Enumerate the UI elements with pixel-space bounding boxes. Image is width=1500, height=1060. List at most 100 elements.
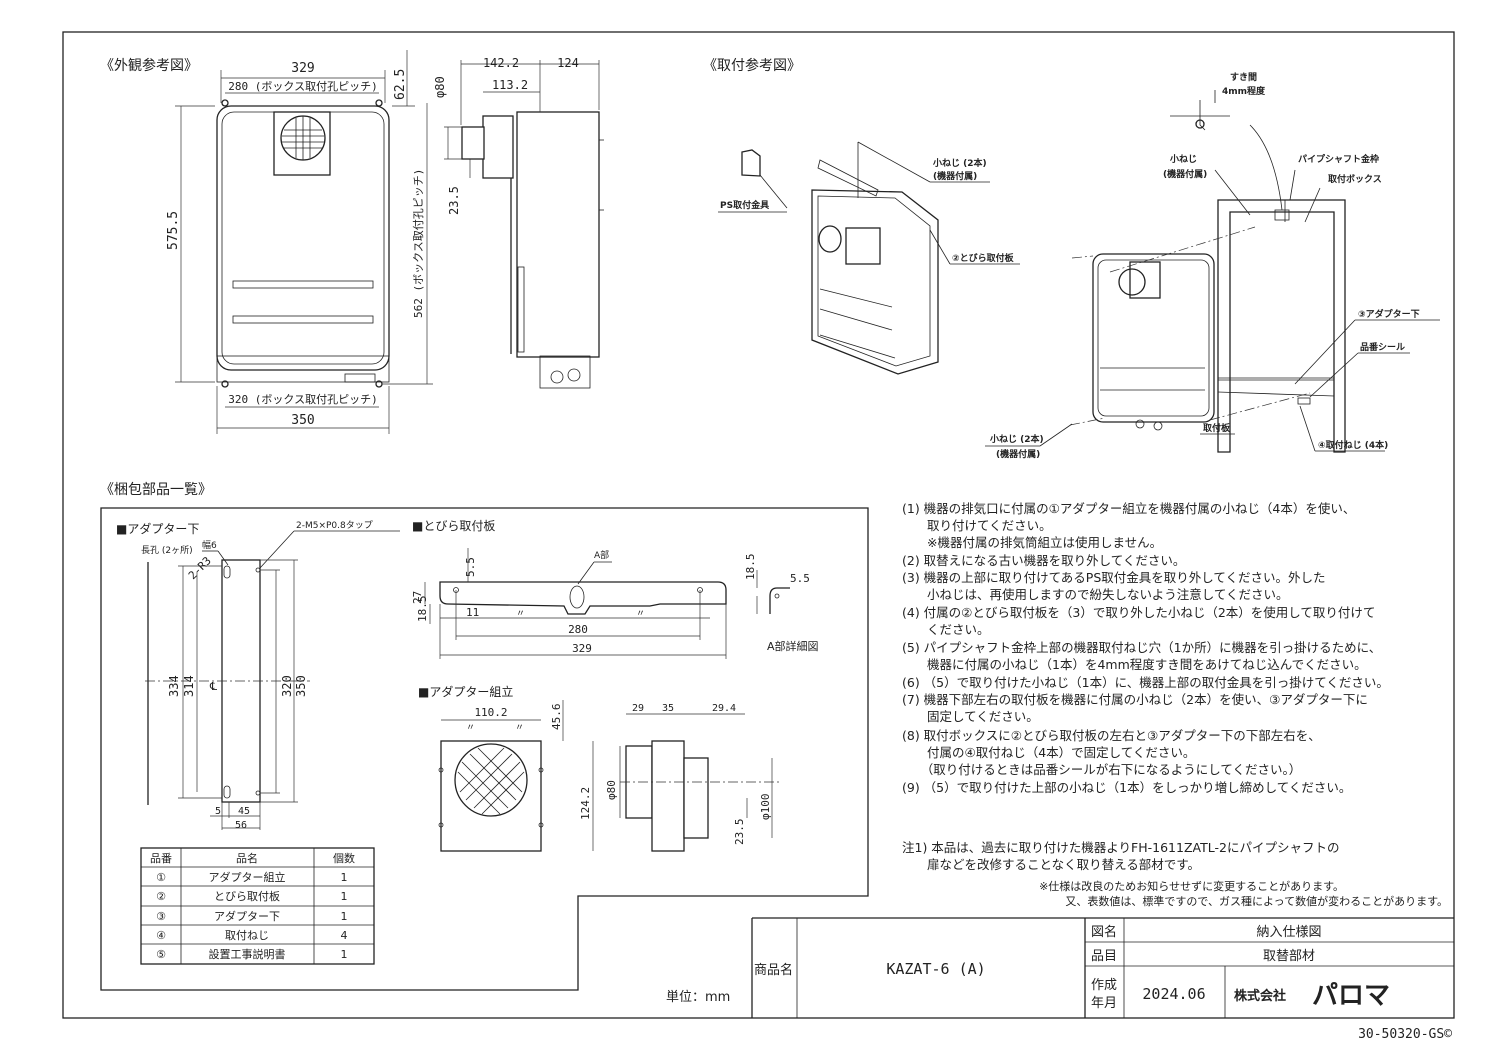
parts-table: 品番 品名 個数 ① アダプター組立 1 ② とびら取付板 1 ③ アダプター下… bbox=[140, 847, 375, 965]
instruction-line: 機器に付属の小ねじ（1本）を4mm程度すき間をあけてねじ込んでください。 bbox=[902, 657, 1367, 672]
adapter-bottom-drawing: ■アダプター下 2-M5×P0.8タップ 長孔 (2ヶ所) 幅6 2-R3 33… bbox=[116, 520, 400, 831]
label-gap-sub: 4mm程度 bbox=[1222, 85, 1266, 97]
instruction-line: (5) パイプシャフト金枠上部の機器取付ねじ穴（1か所）に機器を引っ掛けるために… bbox=[902, 640, 1381, 655]
p100-label: φ100 bbox=[759, 794, 772, 821]
cl-label: ℄ bbox=[209, 680, 217, 693]
quote-3: 〃 bbox=[466, 723, 475, 733]
dim-575: 575.5 bbox=[166, 211, 181, 250]
h334-label: 334 bbox=[167, 675, 181, 697]
exterior-front-view: 329 280 (ボックス取付孔ピッチ) 575.5 62.5 562 (ボック… bbox=[166, 50, 433, 434]
item-label: 品目 bbox=[1091, 949, 1117, 964]
h456-label: 45.6 bbox=[550, 704, 563, 731]
b5-label: 5 bbox=[215, 806, 221, 817]
instruction-line: (6) （5）で取り付けた小ねじ（1本）に、機器上部の取付金具を引っ掛けてくださ… bbox=[902, 675, 1389, 690]
dim-d80: φ80 bbox=[433, 76, 447, 98]
long-hole-label: 長孔 (2ヶ所) bbox=[141, 545, 193, 556]
parts-panel-frame bbox=[100, 507, 869, 991]
note-line-1: 注1) 本品は、過去に取り付けた機器よりFH-1611ZATL-2にパイプシャフ… bbox=[902, 840, 1339, 855]
a-detail-label: A部詳細図 bbox=[767, 639, 819, 653]
document-number: 30-50320-GS© bbox=[1358, 1027, 1452, 1042]
w1102-label: 110.2 bbox=[474, 706, 507, 719]
b56-label: 56 bbox=[235, 820, 247, 831]
a-part-label: A部 bbox=[594, 549, 609, 561]
h350-label: 350 bbox=[294, 675, 308, 697]
quote-4: 〃 bbox=[515, 723, 524, 733]
table-cell: アダプター下 bbox=[214, 909, 280, 923]
parts-heading: 《梱包部品一覧》 bbox=[100, 481, 212, 498]
d11-label: 11 bbox=[466, 606, 479, 619]
instruction-line: (3) 機器の上部に取り付けてあるPS取付金具を取り外してください。外した bbox=[902, 570, 1326, 585]
label-part-seal: 品番シール bbox=[1360, 341, 1405, 353]
b45-label: 45 bbox=[238, 806, 250, 817]
exhaust-grille-icon-3 bbox=[1118, 268, 1146, 296]
r3-label: 2-R3 bbox=[186, 554, 214, 582]
instruction-line: (9) （5）で取り付けた上部の小ねじ（1本）をしっかり増し締めしてください。 bbox=[902, 780, 1351, 795]
instruction-line: （取り付けるときは品番シールが右下になるようにしてください。） bbox=[902, 762, 1301, 777]
instruction-line: (1) 機器の排気口に付属の①アダプター組立を機器付属の小ねじ（4本）を使い、 bbox=[902, 501, 1355, 516]
spec-note-2: 又、表数値は、標準ですので、ガス種によって数値が変わることがあります。 bbox=[1065, 894, 1448, 908]
dim-280: 280 (ボックス取付孔ピッチ) bbox=[228, 80, 377, 93]
s294-label: 29.4 bbox=[712, 703, 736, 714]
exhaust-grille-icon-2 bbox=[818, 225, 842, 253]
dim-350: 350 bbox=[291, 413, 314, 428]
door-plate-title: ■とびら取付板 bbox=[412, 519, 495, 533]
dim-124: 124 bbox=[557, 56, 579, 70]
install-view-left: PS取付金具 小ねじ (2本) (機器付属) ②とびら取付板 bbox=[718, 141, 1020, 375]
adapter-assembly-drawing: ■アダプター組立 110.2 〃 〃 45.6 124.2 29 35 29.4… bbox=[418, 684, 780, 852]
item-name: 取替部材 bbox=[1263, 949, 1315, 964]
label-screw-bot: 小ねじ (2本) bbox=[989, 433, 1044, 445]
table-cell: 1 bbox=[341, 948, 348, 961]
instruction-line: 付属の④取付ねじ（4本）で固定してください。 bbox=[902, 745, 1195, 760]
label-mount-box: 取付ボックス bbox=[1328, 173, 1382, 185]
sheet-border bbox=[62, 31, 1455, 1019]
install-view-right: すき間 4mm程度 小ねじ (機器付属) パイプシャフト金枠 取付ボックス ③ア… bbox=[985, 72, 1440, 460]
dim-142: 142.2 bbox=[483, 56, 519, 70]
date-label-2: 年月 bbox=[1091, 996, 1117, 1011]
label-mount-screw: ④取付ねじ (4本) bbox=[1318, 439, 1388, 451]
table-cell: 取付ねじ bbox=[225, 929, 269, 942]
table-cell: 4 bbox=[341, 929, 348, 942]
s35-label: 35 bbox=[662, 703, 674, 714]
grille-mesh-icon bbox=[454, 743, 528, 817]
spec-note-1: ※仕様は改良のためお知らせせずに変更することがあります。 bbox=[1039, 879, 1344, 893]
d55-label: 5.5 bbox=[464, 557, 477, 577]
drawing-label: 図名 bbox=[1091, 924, 1117, 940]
date-value: 2024.06 bbox=[1142, 985, 1205, 1003]
exterior-side-view: 142.2 124 113.2 φ80 23.5 bbox=[433, 56, 604, 389]
p80-label: φ80 bbox=[605, 780, 618, 800]
adapter-bottom-title: ■アダプター下 bbox=[116, 521, 199, 536]
table-cell: ⑤ bbox=[156, 948, 166, 961]
tap-label: 2-M5×P0.8タップ bbox=[296, 520, 373, 531]
label-mount-plate: 取付板 bbox=[1203, 422, 1231, 434]
instruction-line: (8) 取付ボックスに②とびら取付板の左右と③アダプター下の下部左右を、 bbox=[902, 728, 1321, 743]
company-logo: パロマ bbox=[1312, 981, 1390, 1011]
instruction-line: 取り付けてください。 bbox=[902, 518, 1052, 533]
unit-label: 単位：mm bbox=[666, 989, 730, 1005]
ad185-label: 18.5 bbox=[744, 554, 757, 581]
product-label: 商品名 bbox=[754, 962, 793, 978]
label-screw-top: 小ねじ (2本) bbox=[932, 157, 987, 169]
h235-label: 23.5 bbox=[733, 819, 746, 846]
instruction-line: (4) 付属の②とびら取付板を（3）で取り外した小ねじ（2本）を使用して取り付け… bbox=[902, 605, 1375, 620]
table-cell: ② bbox=[156, 890, 166, 903]
date-label-1: 作成 bbox=[1091, 978, 1117, 993]
product-name: KAZAT-6 (A) bbox=[886, 960, 985, 978]
table-cell: ④ bbox=[156, 929, 166, 942]
d329-label: 329 bbox=[572, 642, 592, 655]
h1242-label: 124.2 bbox=[579, 787, 592, 820]
ad55-label: 5.5 bbox=[790, 572, 810, 585]
instruction-line: ください。 bbox=[902, 622, 990, 637]
quote-2: 〃 bbox=[636, 609, 645, 619]
exterior-heading: 《外観参考図》 bbox=[100, 57, 198, 74]
instruction-line: (7) 機器下部左右の取付板を機器に付属の小ねじ（2本）を使い、③アダプター下に bbox=[902, 692, 1368, 707]
table-header-no: 品番 bbox=[150, 852, 172, 865]
label-ps-bracket: PS取付金具 bbox=[720, 199, 769, 211]
instruction-line: (2) 取替えになる古い機器を取り外してください。 bbox=[902, 553, 1185, 568]
label-adapter-bottom: ③アダプター下 bbox=[1358, 308, 1420, 320]
company-prefix: 株式会社 bbox=[1234, 988, 1286, 1004]
dim-62: 62.5 bbox=[393, 69, 408, 100]
label-screw-small: 小ねじ bbox=[1169, 153, 1197, 165]
quote-1: 〃 bbox=[516, 609, 525, 619]
instruction-line: 小ねじは、再使用しますので紛失しないよう注意してください。 bbox=[902, 587, 1289, 602]
